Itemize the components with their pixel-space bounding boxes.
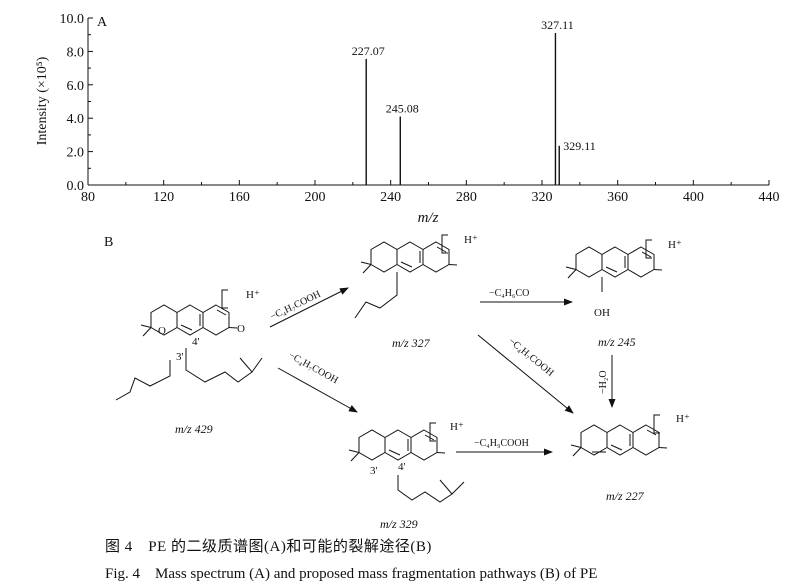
hplus-329: H⁺ [450, 421, 464, 433]
x-tick-label: 320 [532, 190, 553, 205]
mz327-label: m/z 327 [392, 336, 431, 350]
peak-label: 329.11 [563, 139, 596, 153]
x-tick-label: 400 [683, 190, 704, 205]
spectrum-axes: 80 120 160 200 240 280 320 360 400 440 0.0 2.0 4.0 6.… [60, 12, 780, 205]
mz245-label: m/z 245 [598, 335, 636, 349]
loss-429-327: −C₄H₇COOH [268, 289, 322, 323]
y-tick-label: 10.0 [60, 12, 85, 27]
peak-label: 327.11 [541, 18, 574, 32]
figure-canvas: A 80 120 160 200 240 280 320 360 400 440 0.0 2.0 4.0… [35, 12, 780, 531]
x-tick-label: 160 [229, 190, 250, 205]
y-tick-label: 0.0 [67, 179, 85, 194]
atom-3prime: 3' [176, 351, 184, 363]
y-tick-label: 2.0 [67, 146, 85, 161]
x-tick-label: 240 [380, 190, 401, 205]
figure-caption-chinese: 图 4 PE 的二级质谱图(A)和可能的裂解途径(B) [105, 539, 432, 555]
peak-label: 245.08 [386, 102, 419, 116]
figure-caption-english: Fig. 4 Mass spectrum (A) and proposed ma… [105, 566, 598, 582]
arrow-429-to-327 [269, 287, 349, 328]
carbonyl-o-429: O [237, 323, 245, 335]
loss-327-245: −C₄H₆CO [489, 288, 529, 299]
structure-mz429: O O H⁺ 4' 3' m/z 429 [115, 289, 263, 436]
pathway-arrows [269, 287, 616, 456]
x-tick-label: 440 [759, 190, 780, 205]
mz429-label: m/z 429 [175, 422, 213, 436]
hplus-227: H⁺ [676, 413, 690, 425]
x-tick-label: 120 [153, 190, 174, 205]
hplus-327: H⁺ [464, 234, 478, 246]
x-tick-label: 80 [81, 190, 95, 205]
x-tick-label: 280 [456, 190, 477, 205]
loss-329-227: −C₄H₉COOH [474, 438, 529, 449]
spectrum-peaks: 227.07 245.08 327.11 329.11 [352, 18, 596, 185]
ring-o-429: O [158, 325, 166, 337]
y-axis-label: Intensity (×10⁵) [35, 56, 50, 145]
peak-label: 227.07 [352, 44, 385, 58]
hplus-245: H⁺ [668, 239, 682, 251]
panel-b-pathways: B O O H⁺ 4' 3' m/z 429 H⁺ m/z 327 [104, 234, 690, 531]
x-tick-label: 200 [305, 190, 326, 205]
panel-b-label: B [104, 235, 113, 250]
y-tick-label: 4.0 [67, 112, 85, 127]
loss-429-329: −C₄H₇COOH [287, 350, 340, 386]
structure-mz329: H⁺ 4' 3' m/z 329 [348, 421, 465, 531]
loss-245-227: −H₂O [598, 370, 609, 394]
arrow-327-to-227 [477, 334, 574, 414]
y-tick-label: 6.0 [67, 79, 85, 94]
atom-3prime-329: 3' [370, 465, 378, 477]
arrow-429-to-329 [277, 367, 358, 413]
mz227-label: m/z 227 [606, 489, 645, 503]
mz329-label: m/z 329 [380, 517, 418, 531]
hplus-429: H⁺ [246, 289, 260, 301]
x-tick-label: 360 [607, 190, 628, 205]
structure-mz227: H⁺ m/z 227 [570, 413, 690, 503]
y-tick-label: 8.0 [67, 45, 85, 60]
oh-245: OH [594, 307, 610, 319]
x-axis-label: m/z [418, 210, 439, 226]
structure-mz327: H⁺ m/z 327 [354, 234, 478, 350]
structure-mz245: H⁺ OH m/z 245 [565, 239, 682, 349]
atom-4prime-329: 4' [398, 461, 406, 473]
atom-4prime: 4' [192, 336, 200, 348]
loss-327-227: −C₄H₇COOH [506, 336, 556, 379]
panel-a-spectrum: A 80 120 160 200 240 280 320 360 400 440 0.0 2.0 4.0… [35, 12, 780, 226]
panel-a-label: A [97, 15, 108, 30]
